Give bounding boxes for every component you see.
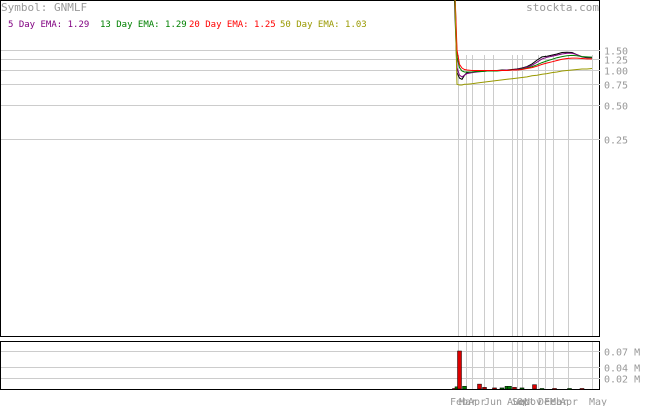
- price-tick-label: 0.75: [604, 81, 628, 92]
- date-tick-label: Oct: [517, 397, 535, 406]
- date-tick-label: Feb: [450, 397, 468, 406]
- volume-bar: [567, 388, 572, 390]
- legend: 5 Day EMA: 1.29 13 Day EMA: 1.29 20 Day …: [8, 20, 367, 30]
- volume-bar: [532, 384, 537, 390]
- site-watermark: stockta.com: [526, 1, 599, 14]
- series-lines: [453, 0, 593, 86]
- volume-bar: [477, 383, 482, 390]
- date-tick-label: Nov: [524, 397, 542, 406]
- symbol-label: Symbol: GNMLF: [1, 1, 87, 14]
- volume-bar: [499, 387, 505, 390]
- date-tick-label: Apr: [560, 397, 578, 406]
- volume-bar: [539, 388, 545, 390]
- price-axis: 1.501.251.00 0.75 0.50 0.25: [604, 47, 628, 147]
- price-tick-label: 0.50: [604, 102, 628, 113]
- volume-bar: [507, 386, 512, 390]
- volume-tick-label: 0.04 M: [604, 364, 640, 375]
- legend-20-day-ema: 20 Day EMA: 1.25: [189, 20, 276, 30]
- volume-bar: [482, 387, 487, 390]
- price-tick-label: 1.25: [604, 56, 628, 67]
- date-tick-label: Mar: [550, 397, 568, 406]
- volume-tick-label: 0.02 M: [604, 375, 640, 386]
- date-tick-label: Mar: [459, 397, 477, 406]
- volume-bar: [492, 387, 497, 390]
- date-tick-label: Jun: [484, 397, 502, 406]
- volume-tick-label: 0.07 M: [604, 348, 640, 359]
- date-tick-label: Dec: [538, 397, 556, 406]
- price-panel-frame: [0, 0, 600, 337]
- price-tick-label: 0.25: [604, 136, 628, 147]
- legend-13-day-ema: 13 Day EMA: 1.29: [100, 20, 187, 30]
- volume-bars: [452, 350, 585, 390]
- series-line: [454, 0, 593, 86]
- legend-50-day-ema: 50 Day EMA: 1.03: [280, 20, 367, 30]
- volume-panel-frame: [0, 341, 600, 390]
- price-tick-label: 1.50: [604, 47, 628, 58]
- volume-bar: [462, 386, 467, 390]
- price-tick-label: 1.00: [604, 67, 628, 78]
- volume-bar: [512, 387, 517, 390]
- volume-bar: [552, 388, 557, 390]
- date-tick-label: Sep: [512, 397, 530, 406]
- grid-lines: [1, 50, 600, 389]
- volume-bar: [519, 387, 525, 390]
- volume-bar: [457, 350, 462, 390]
- series-line: [454, 0, 592, 71]
- date-tick-label: Feb: [544, 397, 562, 406]
- date-tick-label: May: [589, 397, 607, 406]
- legend-5-day-ema: 5 Day EMA: 1.29: [8, 20, 89, 30]
- volume-bar: [579, 388, 585, 390]
- date-tick-label: Apr: [468, 397, 486, 406]
- date-tick-label: Aug: [507, 397, 525, 406]
- volume-axis: 0.07 M 0.04 M0.02 M: [604, 348, 640, 386]
